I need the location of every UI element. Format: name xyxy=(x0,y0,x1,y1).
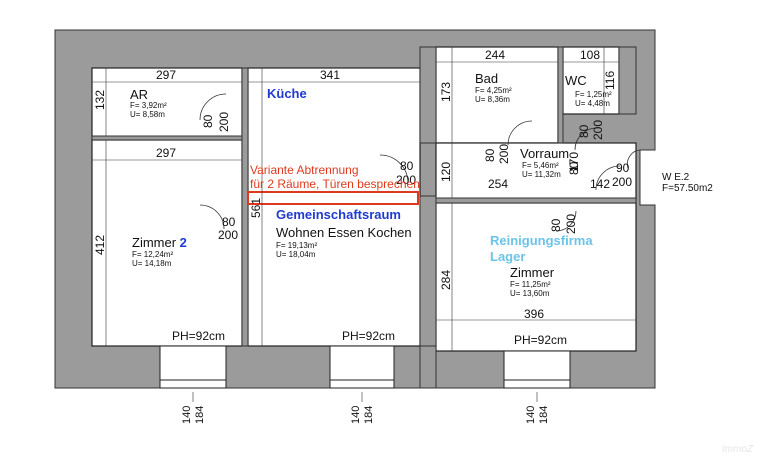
window-niches xyxy=(159,345,571,389)
door-entry-height: 200 xyxy=(612,175,632,189)
reinigung-note-line2: Lager xyxy=(490,249,525,264)
room-ar-perimeter: U= 8,58m xyxy=(130,110,165,119)
dim-284: 284 xyxy=(439,270,453,290)
room-ar-name: AR xyxy=(130,87,148,102)
variant-note-line1: Variante Abtrennung xyxy=(250,163,359,177)
door-zimmer2-width: 80 xyxy=(222,215,236,229)
watermark-logo: ImmoZ xyxy=(722,444,754,455)
unit-area: F=57.50m2 xyxy=(662,183,713,194)
dim-142: 142 xyxy=(590,177,610,191)
dim-412: 412 xyxy=(93,235,107,255)
dim-132: 132 xyxy=(93,90,107,110)
door-kueche-height: 200 xyxy=(396,173,416,187)
door-swings xyxy=(199,93,641,232)
room-vorraum-perimeter: U= 11,32m xyxy=(522,170,561,179)
parapet-left: PH=92cm xyxy=(172,329,225,343)
door-ar-width: 80 xyxy=(201,114,215,128)
door-bad-height: 200 xyxy=(497,144,511,164)
dim-396: 396 xyxy=(524,307,544,321)
room-gemeinschaft-perimeter: U= 18,04m xyxy=(276,250,316,259)
room-bad-area: F= 4,25m² xyxy=(475,86,512,95)
dim-254: 254 xyxy=(488,177,508,191)
dim-top-244: 244 xyxy=(485,48,505,62)
dim-top-297: 297 xyxy=(156,68,176,82)
dim-120: 120 xyxy=(439,162,453,182)
room-gemeinschaft-name: Gemeinschaftsraum xyxy=(276,207,401,222)
door-entry-width: 90 xyxy=(616,161,630,175)
room-gemeinschaft-subtitle: Wohnen Essen Kochen xyxy=(276,225,412,240)
room-zimmer-area: F= 11,25m² xyxy=(510,280,551,289)
room-vorraum-area: F= 5,46m² xyxy=(522,161,559,170)
room-zimmer2-area: F= 12,24m² xyxy=(132,250,173,259)
door-kueche-width: 80 xyxy=(400,159,414,173)
door-zimmer-width: 80 xyxy=(549,218,563,232)
door-zimmer2-height: 200 xyxy=(218,228,238,242)
window1-dim-a: 140 xyxy=(181,406,193,424)
room-bad-perimeter: U= 8,36m xyxy=(475,95,510,104)
dim-170: 170 xyxy=(567,152,581,172)
door-vorraum-width: 80 xyxy=(567,161,581,175)
room-zimmer-perimeter: U= 13,60m xyxy=(510,289,550,298)
reinigung-note-line1: Reinigungsfirma xyxy=(490,233,593,248)
door-wc-height: 200 xyxy=(591,120,605,140)
variant-note-line2: für 2 Räume, Türen besprechen xyxy=(250,177,420,191)
window1-dim-b: 184 xyxy=(194,406,206,424)
door-ar-height: 200 xyxy=(217,112,231,132)
room-areas xyxy=(91,46,637,352)
door-wc-width: 80 xyxy=(577,124,591,138)
room-vorraum-name: Vorraum xyxy=(520,146,569,161)
room-zimmer-name: Zimmer xyxy=(510,265,555,280)
dimension-lines xyxy=(92,47,636,351)
room-wc-name: WC xyxy=(565,73,587,88)
door-bad-width: 80 xyxy=(483,148,497,162)
room-bad-name: Bad xyxy=(475,71,498,86)
interior-walls xyxy=(91,46,637,389)
room-gemeinschaft-area: F= 19,13m² xyxy=(276,241,317,250)
door-zimmer-height: 200 xyxy=(564,214,578,234)
dim-mid-297: 297 xyxy=(156,146,176,160)
window-dimension-marks xyxy=(192,392,538,402)
parapet-middle: PH=92cm xyxy=(342,329,395,343)
room-zimmer2-name: Zimmer 2 xyxy=(132,235,187,250)
window2-dim-b: 184 xyxy=(363,406,375,424)
unit-id: W E.2 xyxy=(662,172,690,183)
variant-partition-marker xyxy=(247,191,419,205)
room-kueche-name: Küche xyxy=(267,86,307,101)
room-zimmer2-number: 2 xyxy=(180,235,187,250)
dim-561: 561 xyxy=(249,198,263,218)
room-zimmer2-perimeter: U= 14,18m xyxy=(132,259,172,268)
room-ar-area: F= 3,92m² xyxy=(130,101,167,110)
room-wc-perimeter: U= 4,48m xyxy=(575,99,610,108)
dim-173: 173 xyxy=(439,82,453,102)
dim-top-341: 341 xyxy=(320,68,340,82)
window3-dim-a: 140 xyxy=(525,406,537,424)
parapet-right: PH=92cm xyxy=(514,333,567,347)
room-wc-area: F= 1,25m² xyxy=(575,90,612,99)
window3-dim-b: 184 xyxy=(538,406,550,424)
window2-dim-a: 140 xyxy=(350,406,362,424)
dim-116: 116 xyxy=(603,71,617,90)
dim-top-108: 108 xyxy=(580,48,600,62)
